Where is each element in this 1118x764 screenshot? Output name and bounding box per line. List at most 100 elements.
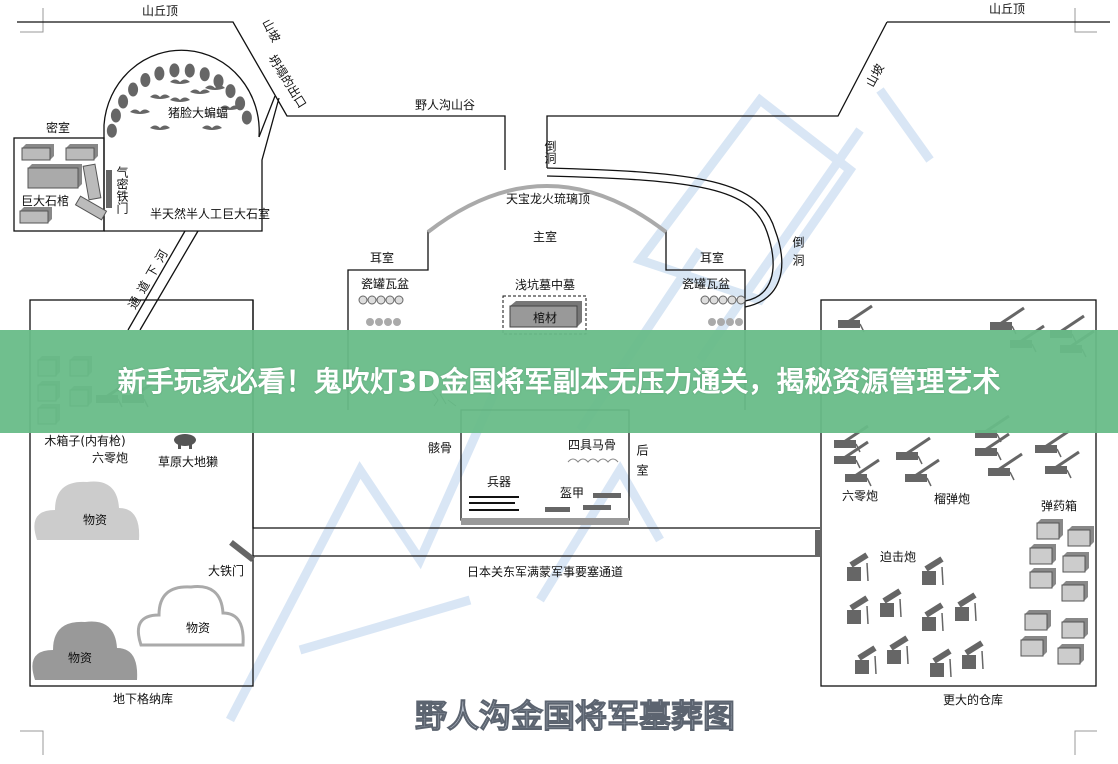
label-rear-chamber: 后室 <box>635 444 649 484</box>
mortar-icon <box>847 552 869 582</box>
label-armor: 盔甲 <box>560 485 584 500</box>
coffin-icon <box>509 301 582 328</box>
label-main-chamber: 主室 <box>533 229 557 244</box>
bat-icon <box>130 109 150 114</box>
horse-bones-icon <box>567 458 619 463</box>
mortar-icon <box>930 648 952 678</box>
hanging-bat-icon <box>154 66 165 81</box>
bat-icon <box>190 89 210 94</box>
ammo-box-icon <box>1061 618 1088 639</box>
ammo-box-icon <box>1036 519 1063 540</box>
stone-block-icon <box>19 207 52 224</box>
pottery-icon <box>700 295 746 326</box>
map-title: 野人沟金国将军墓葬图 <box>415 697 735 735</box>
hanging-bat-icon <box>213 74 224 89</box>
label-stone-chamber: 半天然半人工巨大石室 <box>150 206 270 221</box>
pottery-icon <box>358 295 404 326</box>
ammo-box-icon <box>1061 581 1088 602</box>
label-pottery-left: 瓷罐瓦盆 <box>361 277 409 291</box>
map-labels: 山丘顶 山丘顶 山坡 山坡 坍塌的出口 野人沟山谷 倒洞 倒洞 猪脸大蝙蝠 密室… <box>21 2 1077 736</box>
ammo-box-icon <box>1067 526 1094 547</box>
label-ground-sloth: 草原大地獭 <box>158 455 218 469</box>
cannon-icon <box>834 440 869 469</box>
cannon-icon <box>896 436 931 465</box>
hanging-bat-icon <box>110 108 121 123</box>
label-river-passage: 通道下河 <box>125 242 173 311</box>
label-bigger-warehouse: 更大的仓库 <box>943 692 1003 707</box>
label-tomb-in-tomb: 浅坑墓中墓 <box>515 277 575 292</box>
ground-sloth-icon <box>174 434 196 449</box>
label-skeletons: 骸骨 <box>428 441 452 455</box>
label-pottery-right: 瓷罐瓦盆 <box>682 277 730 291</box>
mortar-icon <box>847 595 869 625</box>
hanging-bat-icon <box>199 67 210 82</box>
bat-icon <box>170 97 190 102</box>
armor-icon <box>545 493 621 512</box>
label-supplies-2: 物资 <box>186 621 210 635</box>
label-mortar60-right: 六零炮 <box>842 489 878 503</box>
label-glazed-roof: 天宝龙火琉璃顶 <box>506 192 590 206</box>
hanging-bat-icon <box>184 63 195 78</box>
ammo-box-icon <box>1057 644 1084 665</box>
cannon-icon <box>905 458 940 487</box>
bat-icon <box>205 85 225 90</box>
hanging-bat-icon <box>128 82 139 97</box>
hanging-bat-icon <box>169 63 180 78</box>
cannon-icon <box>1045 450 1080 479</box>
label-underground-hangar: 地下格纳库 <box>113 691 173 706</box>
stone-block-icon <box>65 144 98 161</box>
supplies-cloud-icon <box>136 585 245 647</box>
label-inverted-cave-1: 倒洞 <box>543 140 557 164</box>
label-bats: 猪脸大蝙蝠 <box>168 105 228 120</box>
hanging-bat-icon <box>225 84 236 99</box>
label-stone-coffin: 巨大石棺 <box>21 193 69 208</box>
label-mortar60-left: 六零炮 <box>92 451 128 465</box>
label-slope-right: 山坡 <box>863 62 887 90</box>
stone-coffin-icon <box>27 164 82 189</box>
headline-banner: 新手玩家必看！鬼吹灯3D金国将军副本无压力通关，揭秘资源管理艺术 <box>0 330 1118 433</box>
mortar-icon <box>922 556 944 586</box>
supplies-cloud-icon <box>34 481 140 540</box>
map-icons <box>19 63 1095 680</box>
mortar-icon <box>855 645 877 675</box>
mortar-icon <box>880 588 902 618</box>
mortar-icon <box>887 635 909 665</box>
label-howitzer: 榴弹炮 <box>934 492 970 506</box>
label-slope-left: 山坡 <box>259 17 283 45</box>
label-weapons: 兵器 <box>487 475 511 489</box>
label-hilltop-right: 山丘顶 <box>989 2 1025 16</box>
label-horse-bones: 四具马骨 <box>568 438 616 452</box>
hanging-bat-icon <box>106 123 117 138</box>
cannon-icon <box>845 458 880 487</box>
label-big-iron-gate: 大铁门 <box>208 563 244 578</box>
stone-block-icon <box>21 144 54 161</box>
stone-slab-icon <box>74 163 108 221</box>
corner-marks <box>20 8 1097 755</box>
cannon-icon <box>1035 429 1070 458</box>
label-hilltop-left: 山丘顶 <box>142 4 178 18</box>
label-fortress-passage: 日本关东军满蒙军事要塞通道 <box>467 564 623 579</box>
hanging-bat-icon <box>118 94 129 109</box>
label-airtight-door: 气密铁门 <box>115 165 129 214</box>
cannon-icon <box>838 304 873 333</box>
label-ammo-box: 弹药箱 <box>1041 498 1077 513</box>
label-valley: 野人沟山谷 <box>415 98 475 112</box>
ammo-box-icon <box>1024 610 1051 631</box>
bat-icon <box>202 125 222 130</box>
bat-icon <box>150 94 170 99</box>
label-ear-room-right: 耳室 <box>700 250 724 265</box>
mortar-icon <box>962 640 984 670</box>
headline-text: 新手玩家必看！鬼吹灯3D金国将军副本无压力通关，揭秘资源管理艺术 <box>117 364 1001 398</box>
label-inverted-cave-2: 倒洞 <box>791 236 805 272</box>
bat-icon <box>150 125 170 130</box>
tomb-walls <box>13 21 1110 687</box>
cannon-icon <box>975 432 1010 461</box>
ammo-box-icon <box>1029 568 1056 589</box>
mortar-icon <box>922 602 944 632</box>
bat-icon <box>170 79 190 84</box>
label-ear-room-left: 耳室 <box>370 250 394 265</box>
supplies-cloud-icon <box>32 621 138 680</box>
hanging-bat-icon <box>241 110 252 125</box>
ammo-box-icon <box>1020 636 1047 657</box>
